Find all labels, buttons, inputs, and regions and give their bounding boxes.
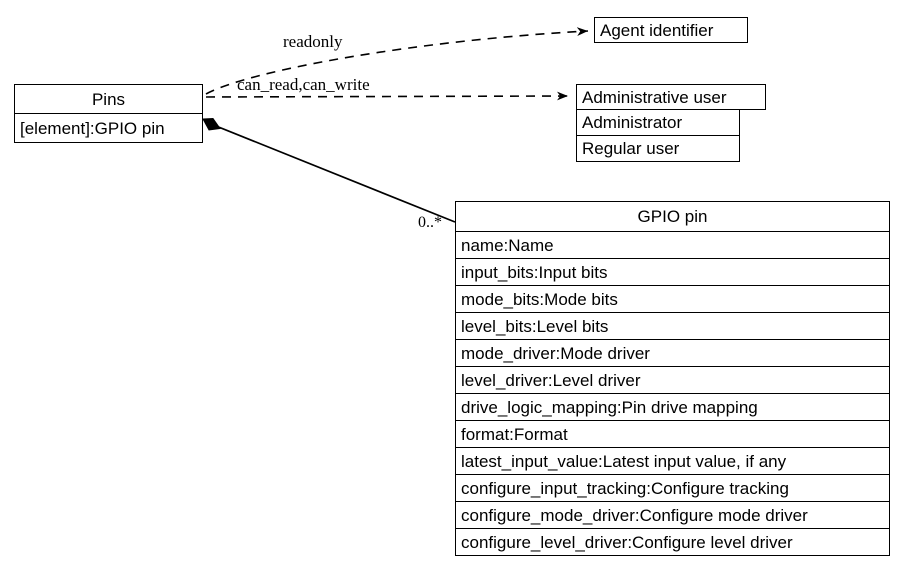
class-agent-identifier-title: Agent identifier (594, 17, 748, 43)
class-gpio-pin-attribute-1: input_bits:Input bits (455, 258, 890, 286)
class-gpio-pin-attribute-3: level_bits:Level bits (455, 312, 890, 340)
class-pins-attribute-0: [element]:GPIO pin (14, 113, 203, 143)
edge-label-multiplicity: 0..* (418, 214, 442, 231)
composition-diamond-icon (202, 117, 221, 131)
class-gpio-pin-title: GPIO pin (455, 201, 890, 232)
class-gpio-pin-attribute-8: latest_input_value:Latest input value, i… (455, 447, 890, 475)
class-gpio-pin-attribute-6: drive_logic_mapping:Pin drive mapping (455, 393, 890, 421)
class-administrative-user-attribute-0: Administrator (576, 109, 740, 136)
class-pins-title: Pins (14, 84, 203, 114)
class-gpio-pin-attribute-0: name:Name (455, 231, 890, 259)
class-gpio-pin-attribute-5: level_driver:Level driver (455, 366, 890, 394)
edge-composition-line (215, 125, 456, 223)
class-gpio-pin-attribute-4: mode_driver:Mode driver (455, 339, 890, 367)
class-gpio-pin-attribute-11: configure_level_driver:Configure level d… (455, 528, 890, 556)
edge-label-can-read-can-write: can_read,can_write (237, 75, 370, 94)
class-administrative-user-attribute-1: Regular user (576, 135, 740, 162)
edge-can-read-can-write-line (205, 91, 569, 101)
class-gpio-pin-attribute-2: mode_bits:Mode bits (455, 285, 890, 313)
class-gpio-pin-attribute-9: configure_input_tracking:Configure track… (455, 474, 890, 502)
edge-label-readonly: readonly (283, 32, 343, 51)
class-gpio-pin-attribute-10: configure_mode_driver:Configure mode dri… (455, 501, 890, 529)
class-administrative-user-title: Administrative user (576, 84, 766, 110)
class-gpio-pin-attribute-7: format:Format (455, 420, 890, 448)
